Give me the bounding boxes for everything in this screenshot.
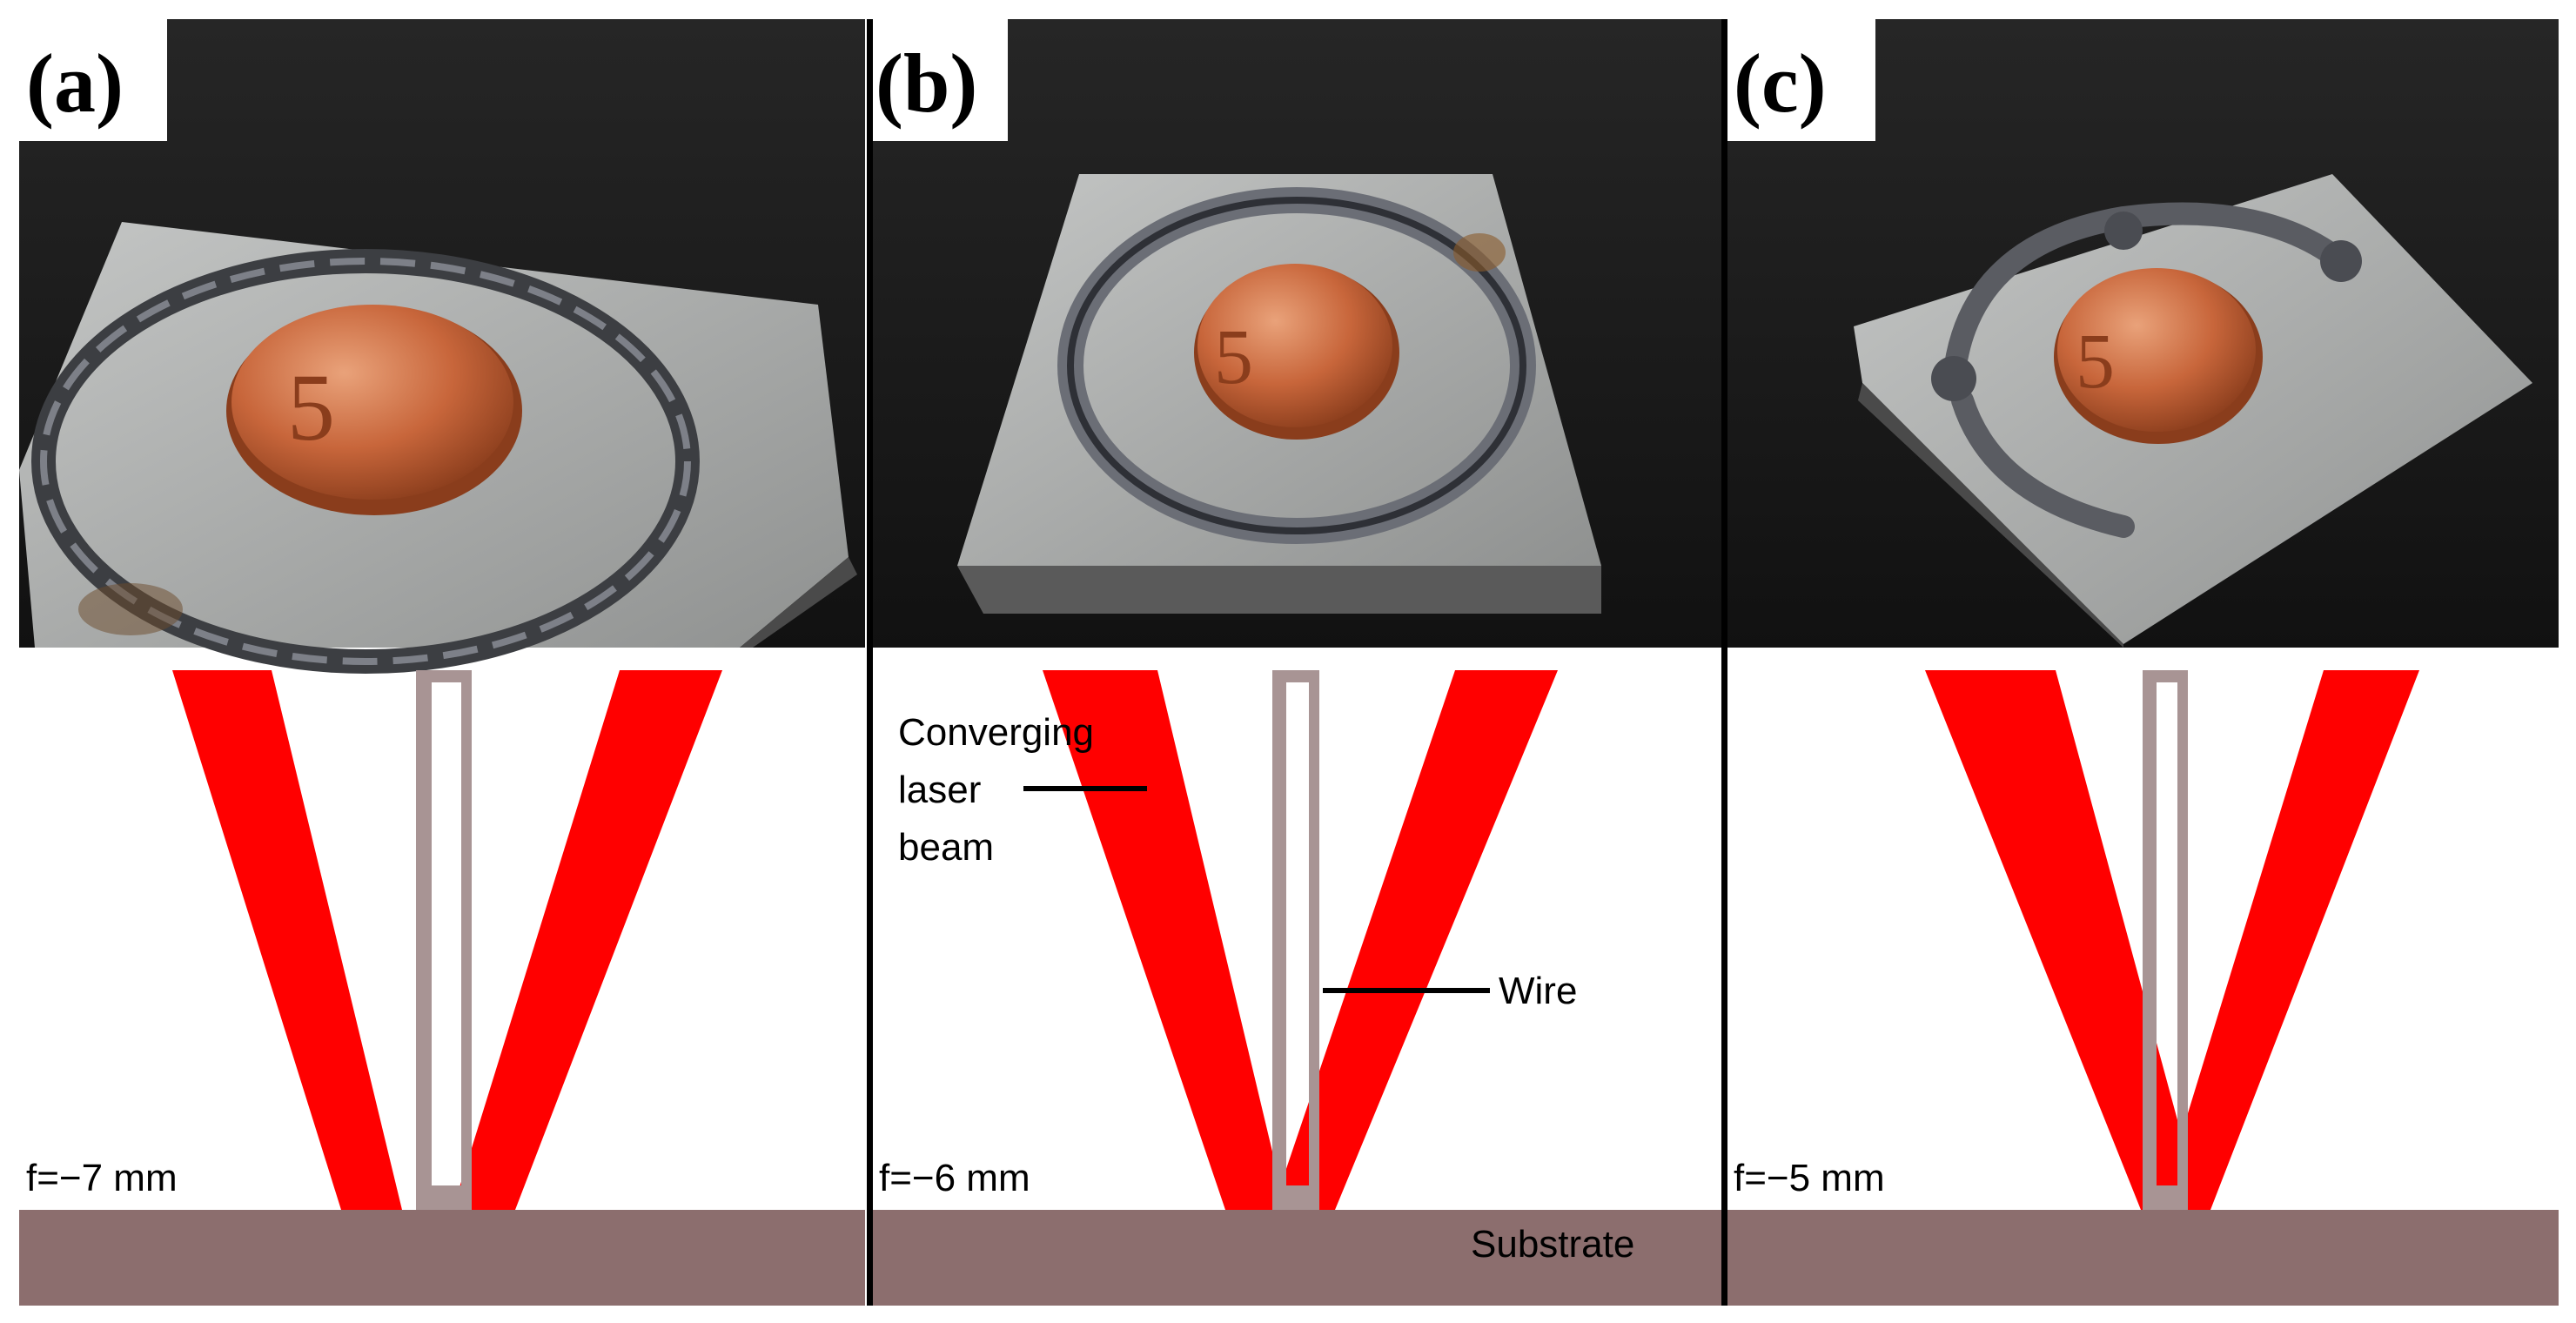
laser-beam-right [453, 670, 722, 1210]
panel-label-box [1727, 19, 1875, 141]
coin-b: 5 [1194, 264, 1399, 440]
weld-track-core [1067, 197, 1526, 534]
substrate-block [1727, 1210, 2559, 1306]
coin-denomination: 5 [1214, 314, 1253, 400]
photo-b: 5 [873, 19, 1721, 648]
coin-denomination: 5 [287, 354, 335, 460]
coin-denomination: 5 [2076, 319, 2115, 405]
weld-droplets [40, 258, 691, 665]
weld-blob [2320, 240, 2362, 282]
panel-a: 5 (a) f=−7 mm [19, 19, 865, 1306]
panel-label-c: (c) [1734, 37, 1827, 130]
beam-label-line2: laser [898, 769, 981, 811]
beam-label-line1: Converging [898, 711, 1094, 754]
substrate-block [19, 1210, 865, 1306]
substrate-block [873, 1210, 1721, 1306]
laser-beam-left [1043, 670, 1286, 1210]
laser-beam-right [2158, 670, 2419, 1210]
photo-c: 5 [1727, 19, 2559, 648]
wire-right-rail [461, 670, 472, 1210]
focus-label-c: f=−5 mm [1734, 1157, 1885, 1199]
panel-label-box [19, 19, 167, 141]
wire-top [416, 670, 472, 682]
wire-tip [2143, 1185, 2188, 1210]
plate-edge [1858, 383, 2123, 648]
wire-label: Wire [1499, 970, 1577, 1012]
schematic-b: f=−6 mm Converging laser beam Wire [873, 670, 1721, 1306]
wire-left-rail [1272, 670, 1286, 1210]
weld-arc-lower [1951, 389, 2135, 538]
oxidation-stain [78, 583, 183, 635]
divider-right [1721, 19, 1727, 1306]
divider-left [867, 19, 873, 1306]
coin-a: 5 [226, 305, 522, 515]
wire-left-rail [2143, 670, 2157, 1210]
focus-label-a: f=−7 mm [26, 1157, 178, 1199]
wire-left-rail [416, 670, 432, 1210]
panel-c: 5 (c) f=−5 mm [1727, 19, 2559, 1306]
photo-a: 5 [19, 19, 865, 674]
panel-label-box [873, 19, 1008, 141]
laser-beam-left [1925, 670, 2202, 1210]
beam-label-line3: beam [898, 826, 994, 869]
schematic-c: f=−5 mm [1727, 670, 2559, 1306]
panel-b: 5 (b) f=−6 mm Converging laser beam Wire [873, 19, 1721, 1306]
coin-c: 5 [2054, 268, 2263, 444]
weld-blob [2104, 212, 2143, 250]
weld-blob [1931, 356, 1976, 401]
schematic-a: f=−7 mm [19, 670, 865, 1306]
coin-face [231, 305, 513, 500]
plate-edge [740, 557, 857, 648]
oxidation-stain [1453, 233, 1506, 272]
wire-tip [1272, 1185, 1319, 1210]
wire-right-rail [2177, 670, 2188, 1210]
wire-top [2143, 670, 2188, 682]
focus-label-b: f=−6 mm [879, 1157, 1030, 1199]
wire-right-rail [1309, 670, 1319, 1210]
coin-face [1197, 264, 1392, 427]
laser-beam-left [172, 670, 402, 1210]
substrate-label: Substrate [1471, 1223, 1634, 1266]
coin-face [2057, 268, 2256, 432]
wire-tip [416, 1185, 472, 1210]
panel-label-a: (a) [26, 37, 124, 130]
laser-beam-right [1272, 670, 1558, 1210]
panel-label-b: (b) [875, 37, 977, 130]
wire-top [1272, 670, 1319, 682]
plate-edge [957, 566, 1601, 614]
